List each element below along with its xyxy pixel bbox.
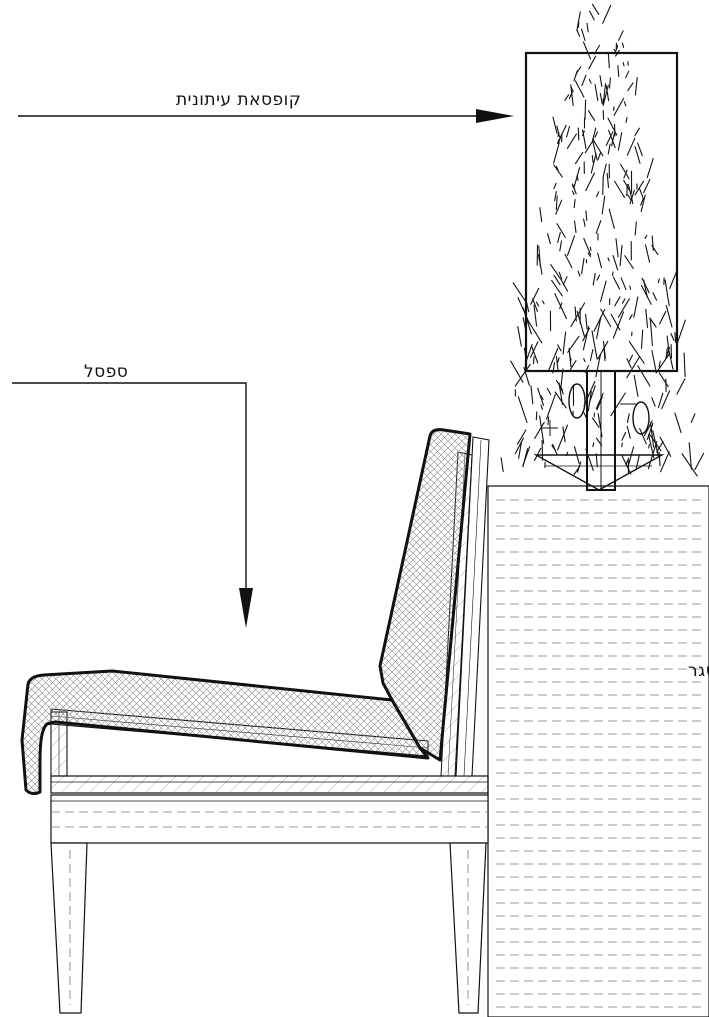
plant-sketch [500,3,705,477]
bench-frame [50,436,490,1014]
front-leg [50,842,88,1014]
bench-arrowhead [239,588,253,628]
partition-label: מחיצה לפי מסגר [688,661,709,681]
planter-leader [18,109,514,123]
planter-box-label: קופסאת עיתונית [176,90,301,110]
planter-arrowhead [476,109,514,123]
bench-label: ספסל [84,362,128,382]
seat-cushion [20,669,430,796]
bench-leader [12,382,253,628]
planter-box [500,3,705,491]
partition-wall [487,485,709,1017]
back-cushion [378,428,472,762]
